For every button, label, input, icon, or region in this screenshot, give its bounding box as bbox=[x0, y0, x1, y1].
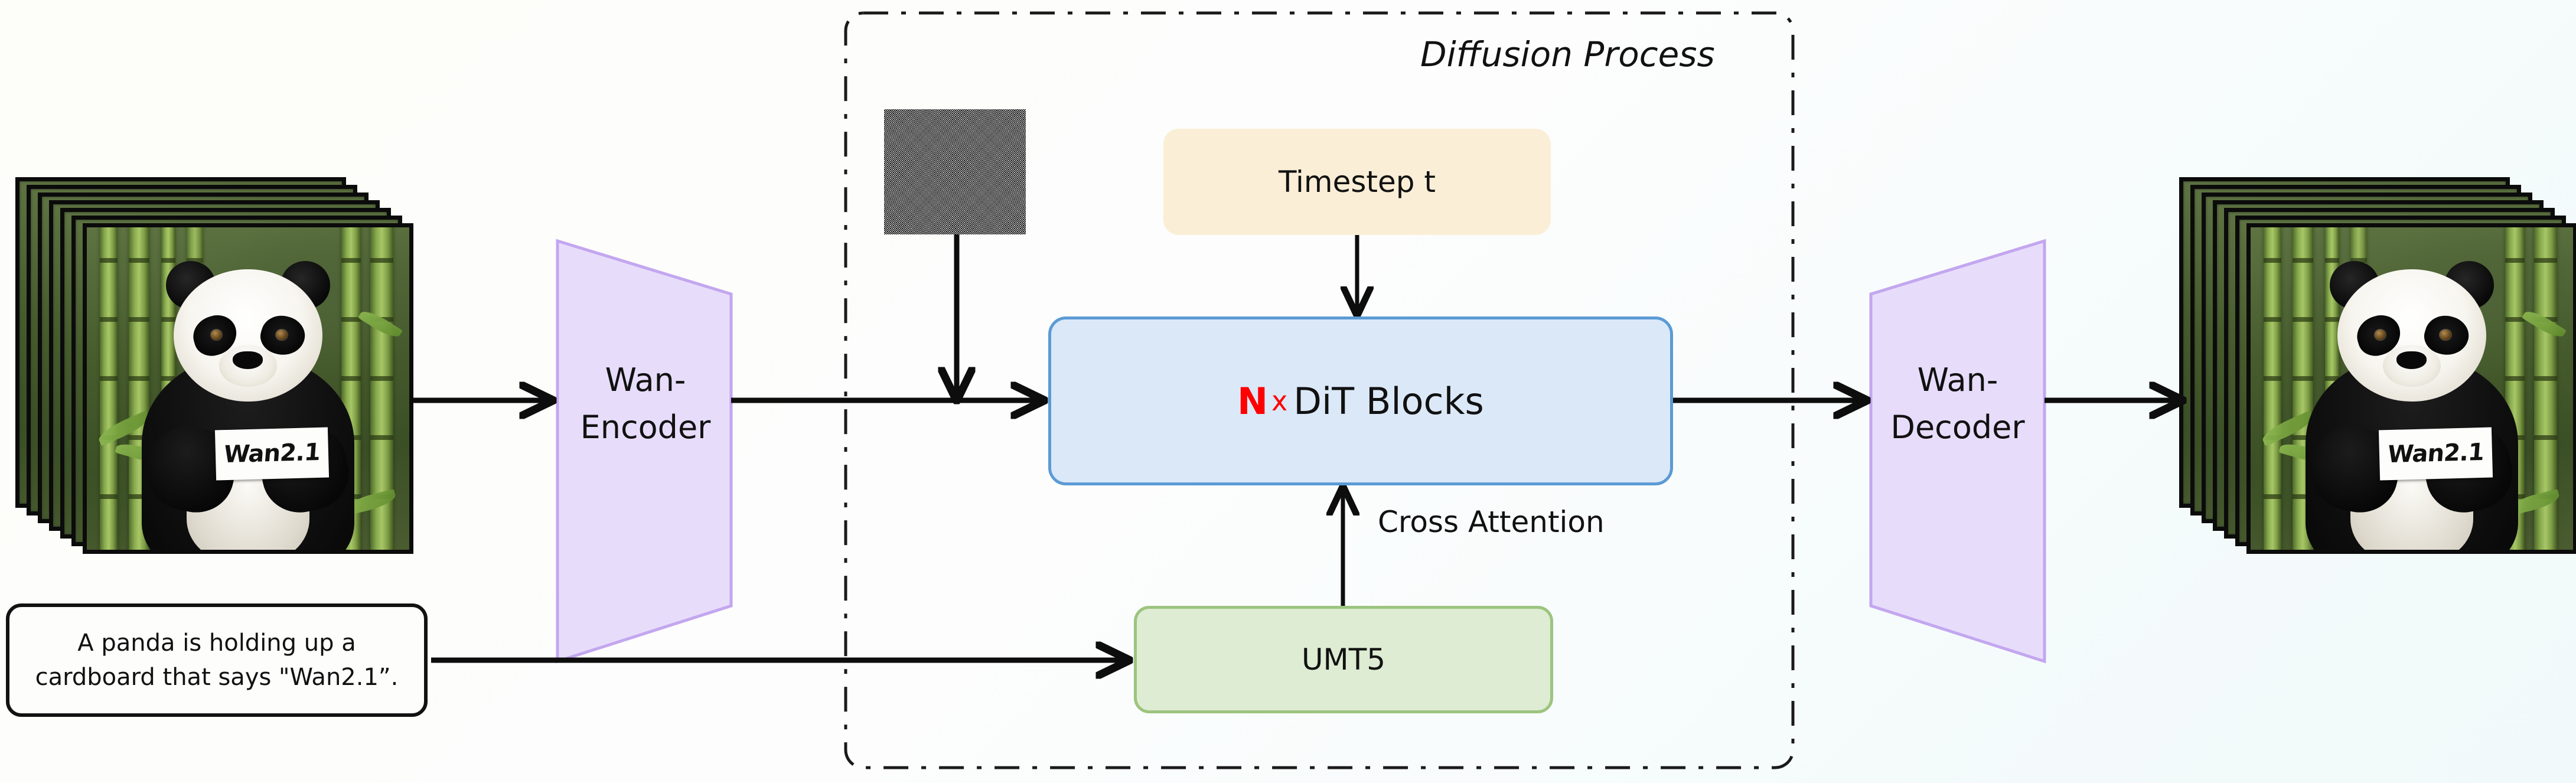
text-prompt-box[interactable]: A panda is holding up a cardboard that s… bbox=[6, 603, 428, 717]
dit-times-symbol: x bbox=[1271, 385, 1288, 417]
output-sign: Wan2.1 bbox=[2379, 427, 2493, 481]
dit-blocks-label: DiT Blocks bbox=[1293, 379, 1484, 423]
video-frame-front: Wan2.1 bbox=[83, 223, 413, 554]
wan-encoder-label-line2: Encoder bbox=[581, 409, 712, 446]
timestep-box[interactable]: Timestep t bbox=[1163, 129, 1551, 235]
wan-encoder-shape[interactable] bbox=[556, 239, 733, 664]
input-sign-text: Wan2.1 bbox=[223, 439, 322, 469]
wan-decoder-label-line1: Wan- bbox=[1918, 361, 1998, 399]
wan-decoder-shape[interactable] bbox=[1869, 239, 2046, 664]
wan-decoder-label-line2: Decoder bbox=[1890, 409, 2025, 446]
output-video-frames: Wan2.1 bbox=[2179, 177, 2576, 590]
diffusion-process-label: Diffusion Process bbox=[1420, 34, 1715, 74]
input-video-frames: Wan2.1 bbox=[15, 177, 429, 590]
gaussian-noise-patch bbox=[884, 109, 1026, 234]
umt5-text-encoder-box[interactable]: UMT5 bbox=[1134, 606, 1553, 713]
wan-encoder-label-line1: Wan- bbox=[605, 361, 686, 399]
cross-attention-label: Cross Attention bbox=[1378, 505, 1605, 539]
output-sign-text: Wan2.1 bbox=[2386, 439, 2486, 469]
timestep-label: Timestep t bbox=[1278, 165, 1436, 199]
input-sign: Wan2.1 bbox=[215, 427, 330, 481]
prompt-line-2: cardboard that says "Wan2.1”. bbox=[35, 664, 399, 691]
umt5-label: UMT5 bbox=[1301, 642, 1386, 677]
video-frame-front: Wan2.1 bbox=[2246, 223, 2576, 554]
dit-repeat-count: N bbox=[1237, 379, 1269, 423]
prompt-line-1: A panda is holding up a bbox=[77, 629, 356, 657]
